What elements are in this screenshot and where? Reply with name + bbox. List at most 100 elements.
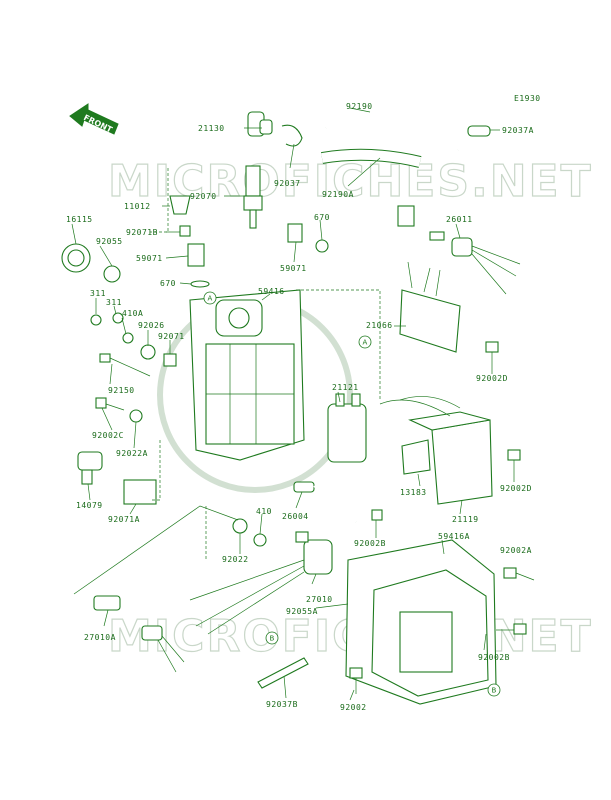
label-92002B-upper: 92002B — [354, 539, 386, 548]
label-21121: 21121 — [332, 383, 359, 392]
washer-92026 — [140, 344, 156, 360]
washer-410 — [253, 533, 267, 547]
bolt-92002D-upper — [485, 341, 499, 368]
bolt-92002B-upper — [371, 509, 383, 521]
label-92002B-lower: 92002B — [478, 653, 510, 662]
label-59071-right: 59071 — [280, 264, 307, 273]
label-92002C: 92002C — [92, 431, 124, 440]
cylinder-head-59416 — [189, 289, 305, 461]
spark-plug-cap — [247, 111, 273, 137]
callout-b-band: B — [265, 631, 279, 645]
washer-410A — [122, 332, 134, 344]
cap-92071A — [123, 479, 157, 505]
o-ring-670-right — [315, 239, 329, 253]
callout-a-coil: A — [358, 335, 372, 349]
ignition-coil-21121 — [327, 393, 367, 463]
label-92037B: 92037B — [266, 700, 298, 709]
fitting-92071B — [179, 225, 191, 237]
bolt-92002A — [503, 567, 535, 581]
callout-b-cover: B — [487, 683, 501, 697]
label-92055: 92055 — [96, 237, 123, 246]
label-27010A: 27010A — [84, 633, 116, 642]
label-311-a: 311 — [90, 289, 106, 298]
label-59416: 59416 — [258, 287, 285, 296]
clamp-92037A — [467, 125, 491, 137]
callout-a-head-label: A — [208, 295, 213, 303]
label-92037A: 92037A — [502, 126, 534, 135]
washer-92022 — [232, 518, 248, 534]
bolt-92150 — [99, 353, 151, 377]
diagram-code: E1930 — [514, 94, 541, 103]
callout-b-cover-label: B — [492, 687, 497, 695]
bolt-92002D-lower — [507, 449, 521, 476]
label-670-left: 670 — [160, 279, 176, 288]
cap-11012 — [169, 195, 191, 215]
callout-a-head: A — [203, 291, 217, 305]
label-92071: 92071 — [158, 332, 185, 341]
label-92190A: 92190A — [322, 190, 354, 199]
spark-plug — [243, 165, 263, 229]
label-27010: 27010 — [306, 595, 333, 604]
label-13183: 13183 — [400, 488, 427, 497]
label-92055A: 92055A — [286, 607, 318, 616]
bolt-92002 — [349, 667, 363, 694]
label-14079: 14079 — [76, 501, 103, 510]
label-92022A: 92022A — [116, 449, 148, 458]
connector-26011 — [397, 205, 521, 295]
label-92002D-lower: 92002D — [500, 484, 532, 493]
label-59071-left: 59071 — [136, 254, 163, 263]
bolt-92002C — [95, 397, 125, 411]
label-410: 410 — [256, 507, 272, 516]
washer-311-a — [90, 314, 102, 326]
rectifier-21066 — [399, 261, 461, 353]
band-92037B — [257, 657, 309, 689]
assembly-lines — [73, 168, 381, 595]
label-92002D-upper: 92002D — [476, 374, 508, 383]
label-11012: 11012 — [124, 202, 151, 211]
label-670-right: 670 — [314, 213, 330, 222]
leader-lines — [71, 107, 515, 701]
label-92026: 92026 — [138, 321, 165, 330]
switch-27010A — [93, 595, 185, 673]
label-59416A: 59416A — [438, 532, 470, 541]
label-21119: 21119 — [452, 515, 479, 524]
o-ring-92055 — [103, 265, 121, 283]
label-26004: 26004 — [282, 512, 309, 521]
label-92071A: 92071A — [108, 515, 140, 524]
label-16115: 16115 — [66, 215, 93, 224]
label-410A: 410A — [122, 309, 143, 318]
part-labels: 92190 21130 92037A 92037 92190A 11012 92… — [66, 102, 534, 712]
callout-b-band-label: B — [270, 635, 275, 643]
hose-92190 — [321, 117, 464, 168]
fitting-59071-right — [287, 223, 303, 243]
front-arrow-icon: FRONT — [69, 103, 119, 135]
callout-a-coil-label: A — [363, 339, 368, 347]
label-92002: 92002 — [340, 703, 367, 712]
clamp-92037 — [281, 124, 303, 147]
label-92037: 92037 — [274, 179, 301, 188]
label-26011: 26011 — [446, 215, 473, 224]
washer-92022A — [129, 409, 143, 423]
label-92022: 92022 — [222, 555, 249, 564]
label-92190: 92190 — [346, 102, 373, 111]
label-21066: 21066 — [366, 321, 393, 330]
o-ring-670-left — [190, 280, 210, 288]
label-92071B: 92071B — [126, 228, 158, 237]
label-92002A: 92002A — [500, 546, 532, 555]
bolt-92002B-lower — [496, 623, 527, 635]
cover-59416A — [345, 539, 497, 705]
fitting-59071-left — [187, 243, 205, 267]
cdi-unit-21119 — [379, 396, 493, 505]
part-16115 — [61, 243, 91, 273]
label-92070: 92070 — [190, 192, 217, 201]
bracket-13183 — [401, 439, 431, 475]
label-311-b: 311 — [106, 298, 122, 307]
washer-311-b — [112, 312, 124, 324]
relay-27010 — [189, 531, 333, 635]
nut-92071 — [163, 353, 177, 367]
sensor-26004 — [293, 481, 357, 523]
sensor-14079 — [77, 451, 103, 485]
label-92150: 92150 — [108, 386, 135, 395]
label-21130: 21130 — [198, 124, 225, 133]
